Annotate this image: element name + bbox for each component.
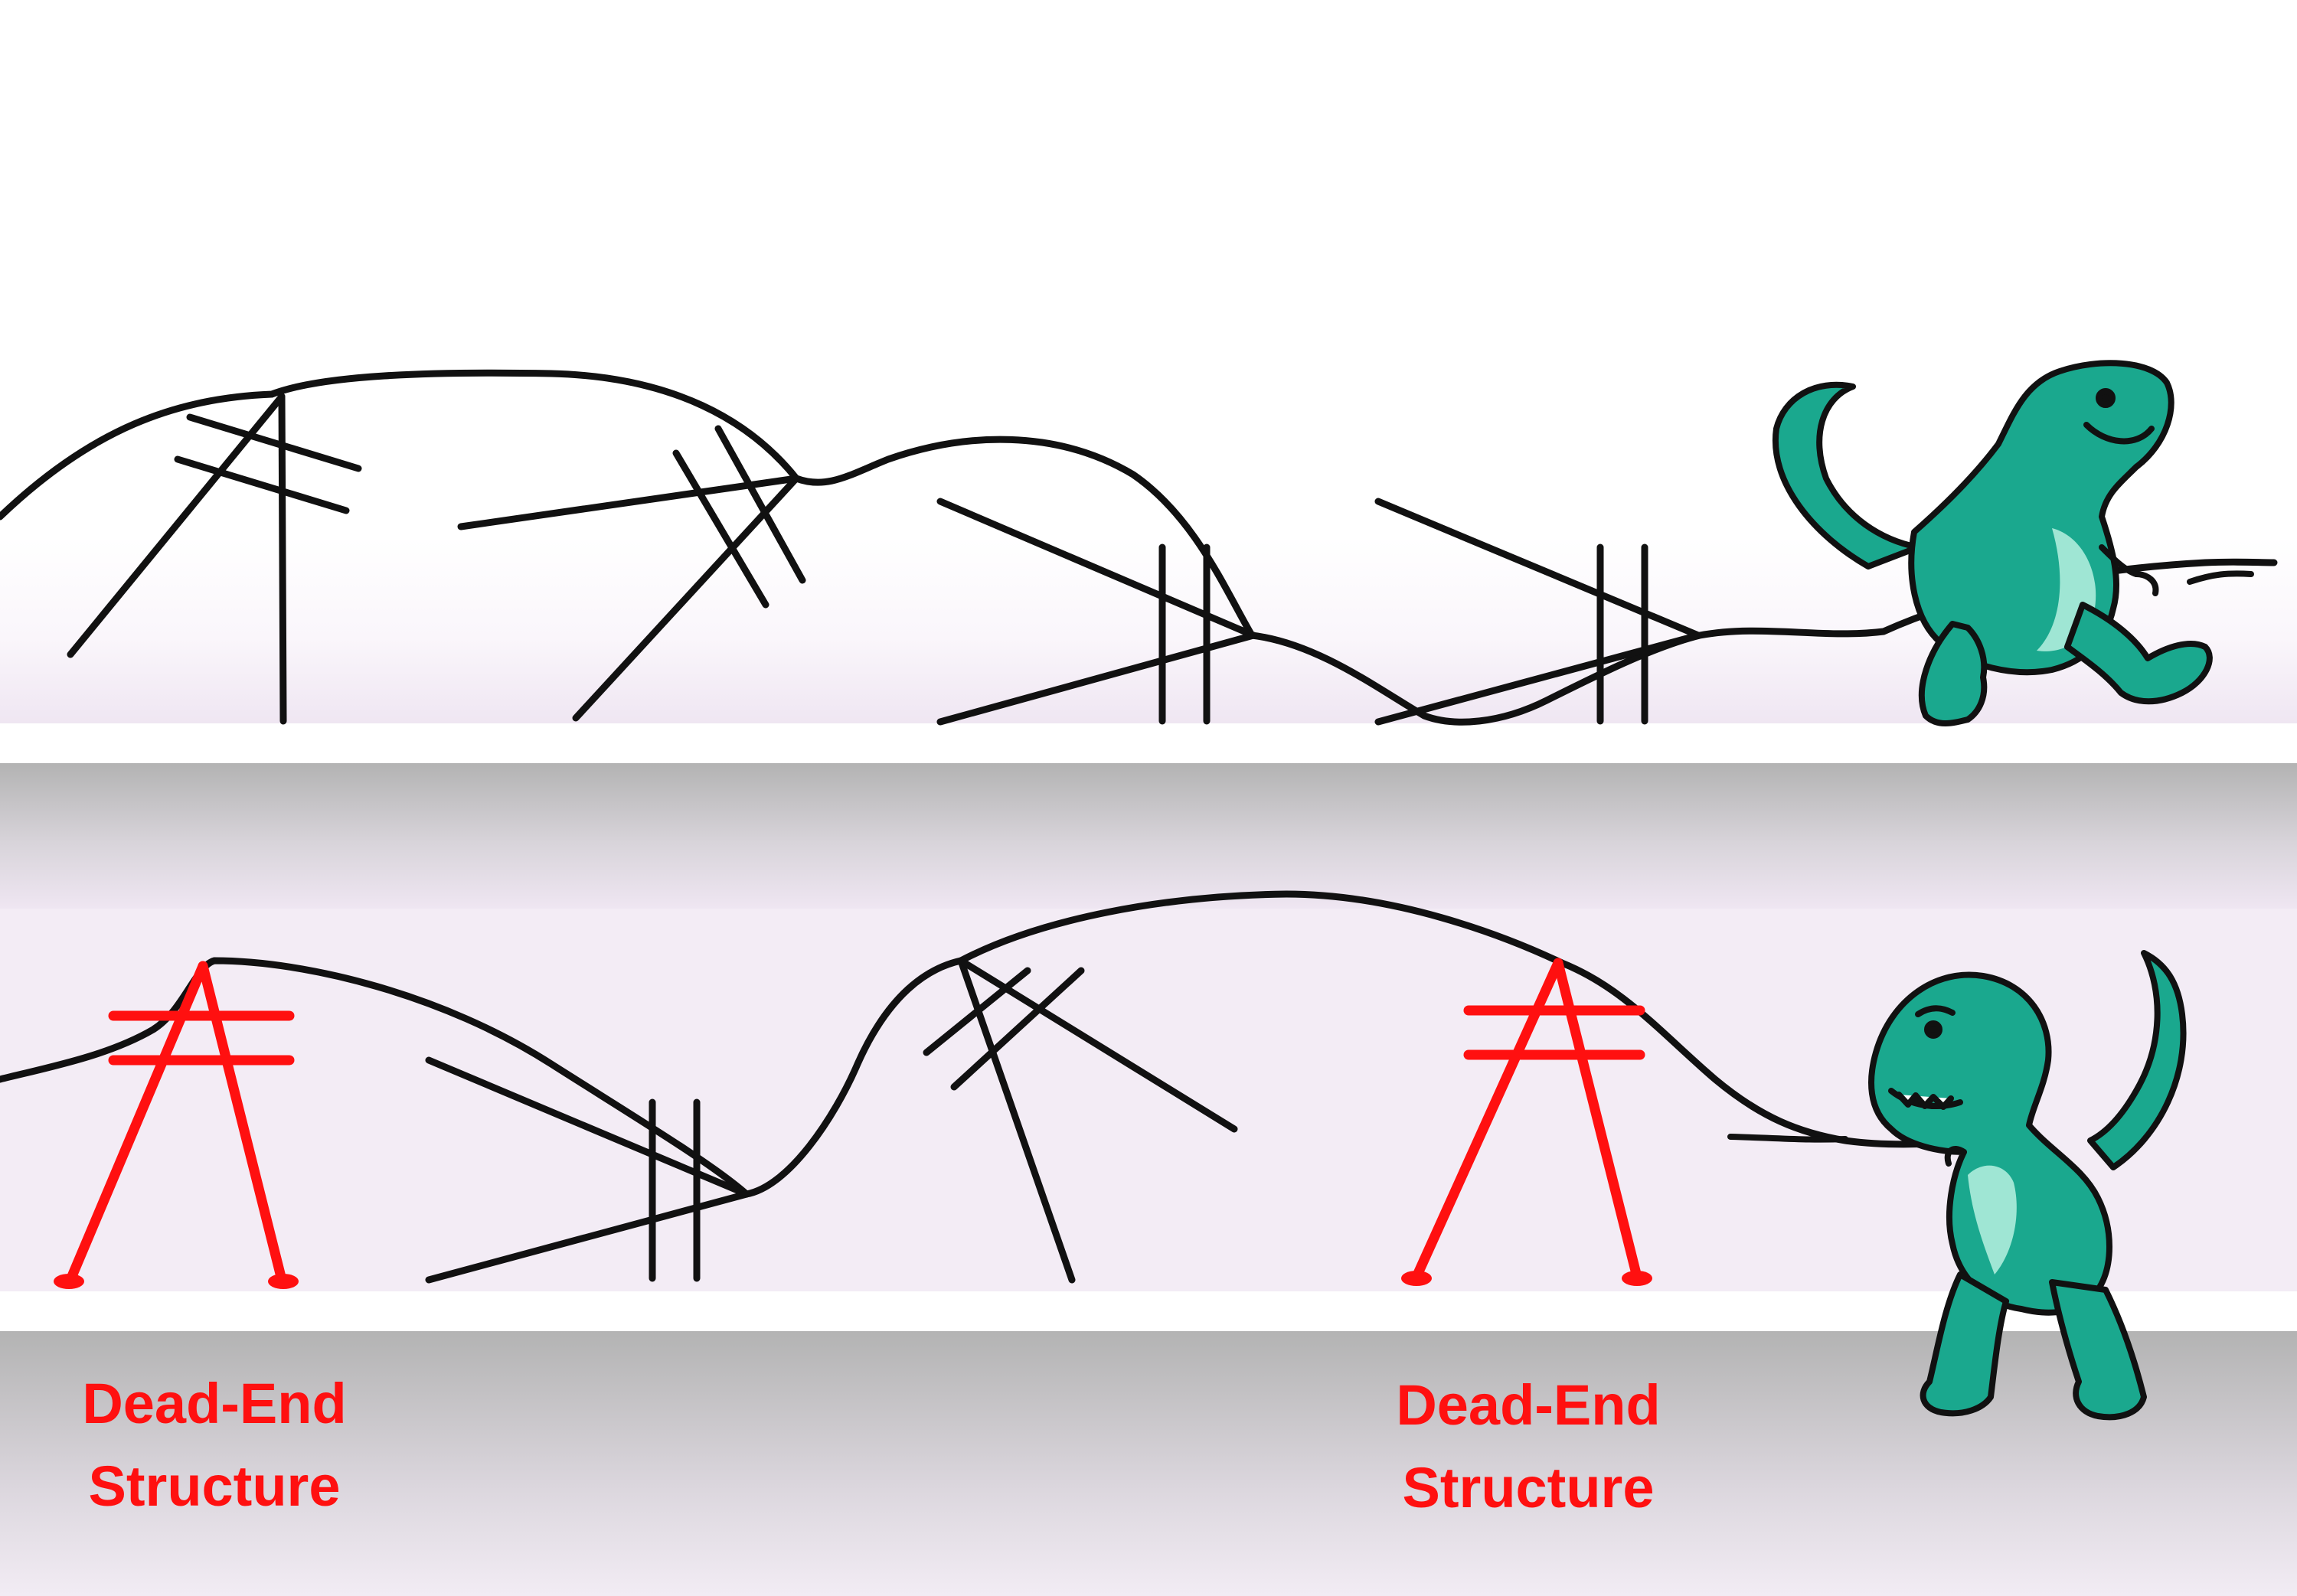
bottom-ground-strip bbox=[0, 1291, 2297, 1331]
utility-pole-icon bbox=[923, 957, 1238, 1284]
lower-shadow-band bbox=[0, 1331, 2297, 1596]
utility-pole-icon bbox=[425, 1056, 750, 1284]
top-panel bbox=[0, 369, 2278, 726]
dead-end-tower-icon bbox=[65, 961, 295, 1285]
dead-end-footing bbox=[268, 1274, 299, 1289]
straining-dinosaur-icon bbox=[1727, 950, 2187, 1421]
dead-end-label-line1: Dead-End bbox=[82, 1372, 347, 1435]
utility-pole-icon bbox=[936, 498, 1257, 726]
dead-end-tower-icon bbox=[1411, 958, 1645, 1282]
dead-end-label-line2: Structure bbox=[1402, 1456, 1655, 1519]
dead-end-footing bbox=[1401, 1271, 1432, 1286]
dead-end-label: Dead-End Structure bbox=[1314, 1364, 1743, 1529]
top-conductor-line bbox=[0, 369, 2278, 726]
dead-end-label-line2: Structure bbox=[88, 1454, 341, 1518]
utility-pole-icon bbox=[1374, 498, 1702, 726]
dead-end-footing bbox=[1622, 1271, 1652, 1286]
bottom-panel bbox=[0, 890, 1995, 1284]
utility-pole-icon bbox=[67, 393, 362, 725]
dead-end-label: Dead-End Structure bbox=[0, 1363, 429, 1528]
dead-end-footing bbox=[54, 1274, 84, 1289]
happy-dinosaur-icon bbox=[1772, 360, 2254, 726]
bottom-conductor-line bbox=[0, 890, 1995, 1198]
middle-shadow-band bbox=[0, 763, 2297, 909]
top-ground-strip bbox=[0, 723, 2297, 763]
dead-end-label-line1: Dead-End bbox=[1396, 1373, 1661, 1437]
utility-pole-icon bbox=[457, 425, 806, 722]
